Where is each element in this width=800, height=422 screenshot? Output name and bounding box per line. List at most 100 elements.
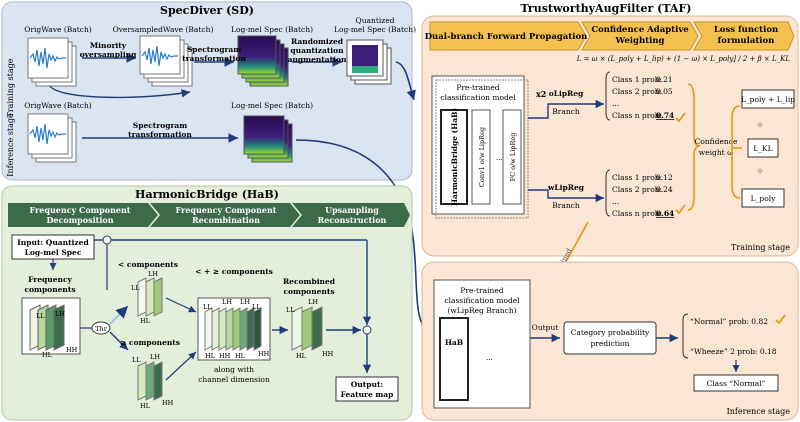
svg-text:HH: HH bbox=[322, 350, 334, 358]
svg-text:LL: LL bbox=[252, 303, 261, 311]
svg-text:HH: HH bbox=[162, 399, 174, 407]
prob-value: 0.24 bbox=[656, 185, 673, 194]
svg-text:HL: HL bbox=[235, 352, 246, 360]
svg-text:HH: HH bbox=[258, 350, 270, 358]
svg-text:FC o/w LipReg: FC o/w LipReg bbox=[509, 133, 517, 182]
svg-text:✧: ✧ bbox=[756, 121, 764, 131]
svg-text:Pre-trained: Pre-trained bbox=[460, 286, 503, 295]
output-box bbox=[335, 376, 399, 402]
step-chevron-3 bbox=[292, 203, 410, 227]
svg-text:oLipReg: oLipReg bbox=[549, 89, 584, 98]
step-chevron-1 bbox=[8, 203, 158, 227]
check-icon bbox=[675, 112, 686, 123]
svg-text:Decomposition: Decomposition bbox=[46, 215, 113, 225]
frequency-component-slices bbox=[29, 304, 65, 351]
input-box bbox=[11, 234, 95, 260]
svg-text:LH: LH bbox=[150, 353, 160, 361]
svg-text:LL: LL bbox=[36, 312, 45, 320]
svg-text:Class “Normal”: Class “Normal” bbox=[706, 379, 765, 388]
svg-text:Log-mel Spec: Log-mel Spec bbox=[25, 248, 82, 257]
svg-text:LL: LL bbox=[286, 306, 295, 314]
orig-wave-label: OrigWave (Batch) bbox=[24, 25, 91, 34]
prob-label: Class n prob: bbox=[612, 209, 662, 218]
svg-text:Conv1 o/w LipReg: Conv1 o/w LipReg bbox=[478, 127, 486, 187]
taf-header-2 bbox=[581, 21, 699, 51]
svg-text:LL: LL bbox=[203, 303, 212, 311]
svg-text:Loss function: Loss function bbox=[714, 25, 778, 35]
svg-text:prediction: prediction bbox=[591, 339, 630, 348]
olipreg-bracket bbox=[605, 71, 611, 121]
svg-text:Frequency: Frequency bbox=[28, 275, 72, 284]
prob-value: 0.21 bbox=[656, 75, 673, 84]
logmel-spec-label: Log-mel Spec (Batch) bbox=[231, 25, 313, 34]
add-node-top bbox=[102, 235, 112, 245]
svg-text:channel dimension: channel dimension bbox=[198, 375, 270, 384]
svg-text:LL: LL bbox=[132, 356, 141, 364]
svg-text:LL: LL bbox=[131, 284, 140, 292]
loss-formula: L = ω × (L_poly + L_lip) + (1 − ω) × L_p… bbox=[576, 55, 791, 63]
prob-label: Class n prob: bbox=[612, 111, 662, 120]
svg-text:HL: HL bbox=[140, 402, 151, 410]
prob-label: Class 1 prob: bbox=[612, 173, 662, 182]
svg-text:HaB: HaB bbox=[445, 338, 463, 347]
conv1-box bbox=[471, 109, 491, 205]
svg-text:Branch: Branch bbox=[552, 107, 580, 116]
svg-text:along with: along with bbox=[214, 365, 254, 374]
svg-text:LH: LH bbox=[240, 298, 250, 306]
svg-text:Thr: Thr bbox=[95, 325, 108, 333]
svg-text:classification model: classification model bbox=[444, 296, 520, 305]
svg-text:HL: HL bbox=[205, 352, 216, 360]
oversampled-wave-stack bbox=[139, 35, 193, 87]
svg-text:quantization: quantization bbox=[290, 46, 344, 55]
svg-text:components: components bbox=[283, 287, 334, 296]
specdiver-panel: SpecDiver (SD) Training stage Inference … bbox=[1, 1, 433, 339]
specdiver-title: SpecDiver (SD) bbox=[160, 4, 254, 17]
svg-text:x2: x2 bbox=[536, 89, 546, 99]
svg-text:L_poly: L_poly bbox=[751, 194, 776, 203]
step-chevron-2 bbox=[150, 203, 300, 227]
inference-orig-wave-stack bbox=[27, 113, 77, 163]
oversampled-wave-label: OversampledWave (Batch) bbox=[113, 25, 214, 34]
svg-text:Frequency Component: Frequency Component bbox=[30, 205, 131, 215]
svg-text:HL: HL bbox=[140, 317, 151, 325]
orig-to-logmel-arrow bbox=[49, 85, 191, 99]
svg-text:Log-mel Spec (Batch): Log-mel Spec (Batch) bbox=[231, 101, 313, 110]
inference-logmel-stack bbox=[243, 115, 293, 163]
svg-text:Randomized: Randomized bbox=[291, 37, 344, 46]
low-components-stack bbox=[137, 277, 163, 317]
loss-poly-box bbox=[741, 188, 785, 208]
svg-text:classification model: classification model bbox=[440, 93, 516, 102]
prob-label: Class 1 prob: bbox=[612, 75, 662, 84]
svg-text:transformation: transformation bbox=[128, 130, 192, 139]
waveform-icon bbox=[141, 45, 178, 67]
threshold-node bbox=[91, 321, 111, 335]
svg-text:weight ω: weight ω bbox=[699, 148, 733, 157]
wheeze-prob: “Wheeze” 2 prob: 0.18 bbox=[690, 347, 777, 356]
quantized-to-taf-arrow bbox=[395, 61, 416, 101]
svg-text:Feature map: Feature map bbox=[341, 390, 394, 399]
check-icon bbox=[675, 204, 686, 215]
svg-text:HarmonicBridge (HaB): HarmonicBridge (HaB) bbox=[450, 108, 459, 206]
quantized-label-1: Quantized bbox=[356, 16, 395, 25]
sd-inference-stage-label: Inference stage bbox=[6, 113, 15, 177]
svg-text:OrigWave (Batch): OrigWave (Batch) bbox=[24, 101, 91, 110]
svg-text:wLipReg: wLipReg bbox=[547, 183, 585, 192]
category-prediction-box bbox=[563, 321, 657, 355]
svg-text:Recombination: Recombination bbox=[192, 215, 260, 225]
add-node-output bbox=[362, 325, 372, 335]
svg-text:components: components bbox=[24, 285, 75, 294]
svg-text:Output: Output bbox=[532, 323, 559, 332]
svg-text:Branch: Branch bbox=[552, 201, 580, 210]
taf-title: TrustworthyAugFilter (TAF) bbox=[521, 2, 692, 15]
svg-text:LH: LH bbox=[55, 310, 65, 318]
harmonicbridge-panel: HarmonicBridge (HaB) Frequency Component… bbox=[1, 185, 413, 421]
orig-wave-stack bbox=[27, 37, 77, 87]
svg-text:Frequency Component: Frequency Component bbox=[176, 205, 277, 215]
prob-label: Class 2 prob: bbox=[612, 87, 662, 96]
svg-text:Weighting: Weighting bbox=[615, 36, 665, 46]
taf-inference-stage-label: Inference stage bbox=[727, 407, 791, 416]
hab-title: HarmonicBridge (HaB) bbox=[135, 188, 279, 201]
